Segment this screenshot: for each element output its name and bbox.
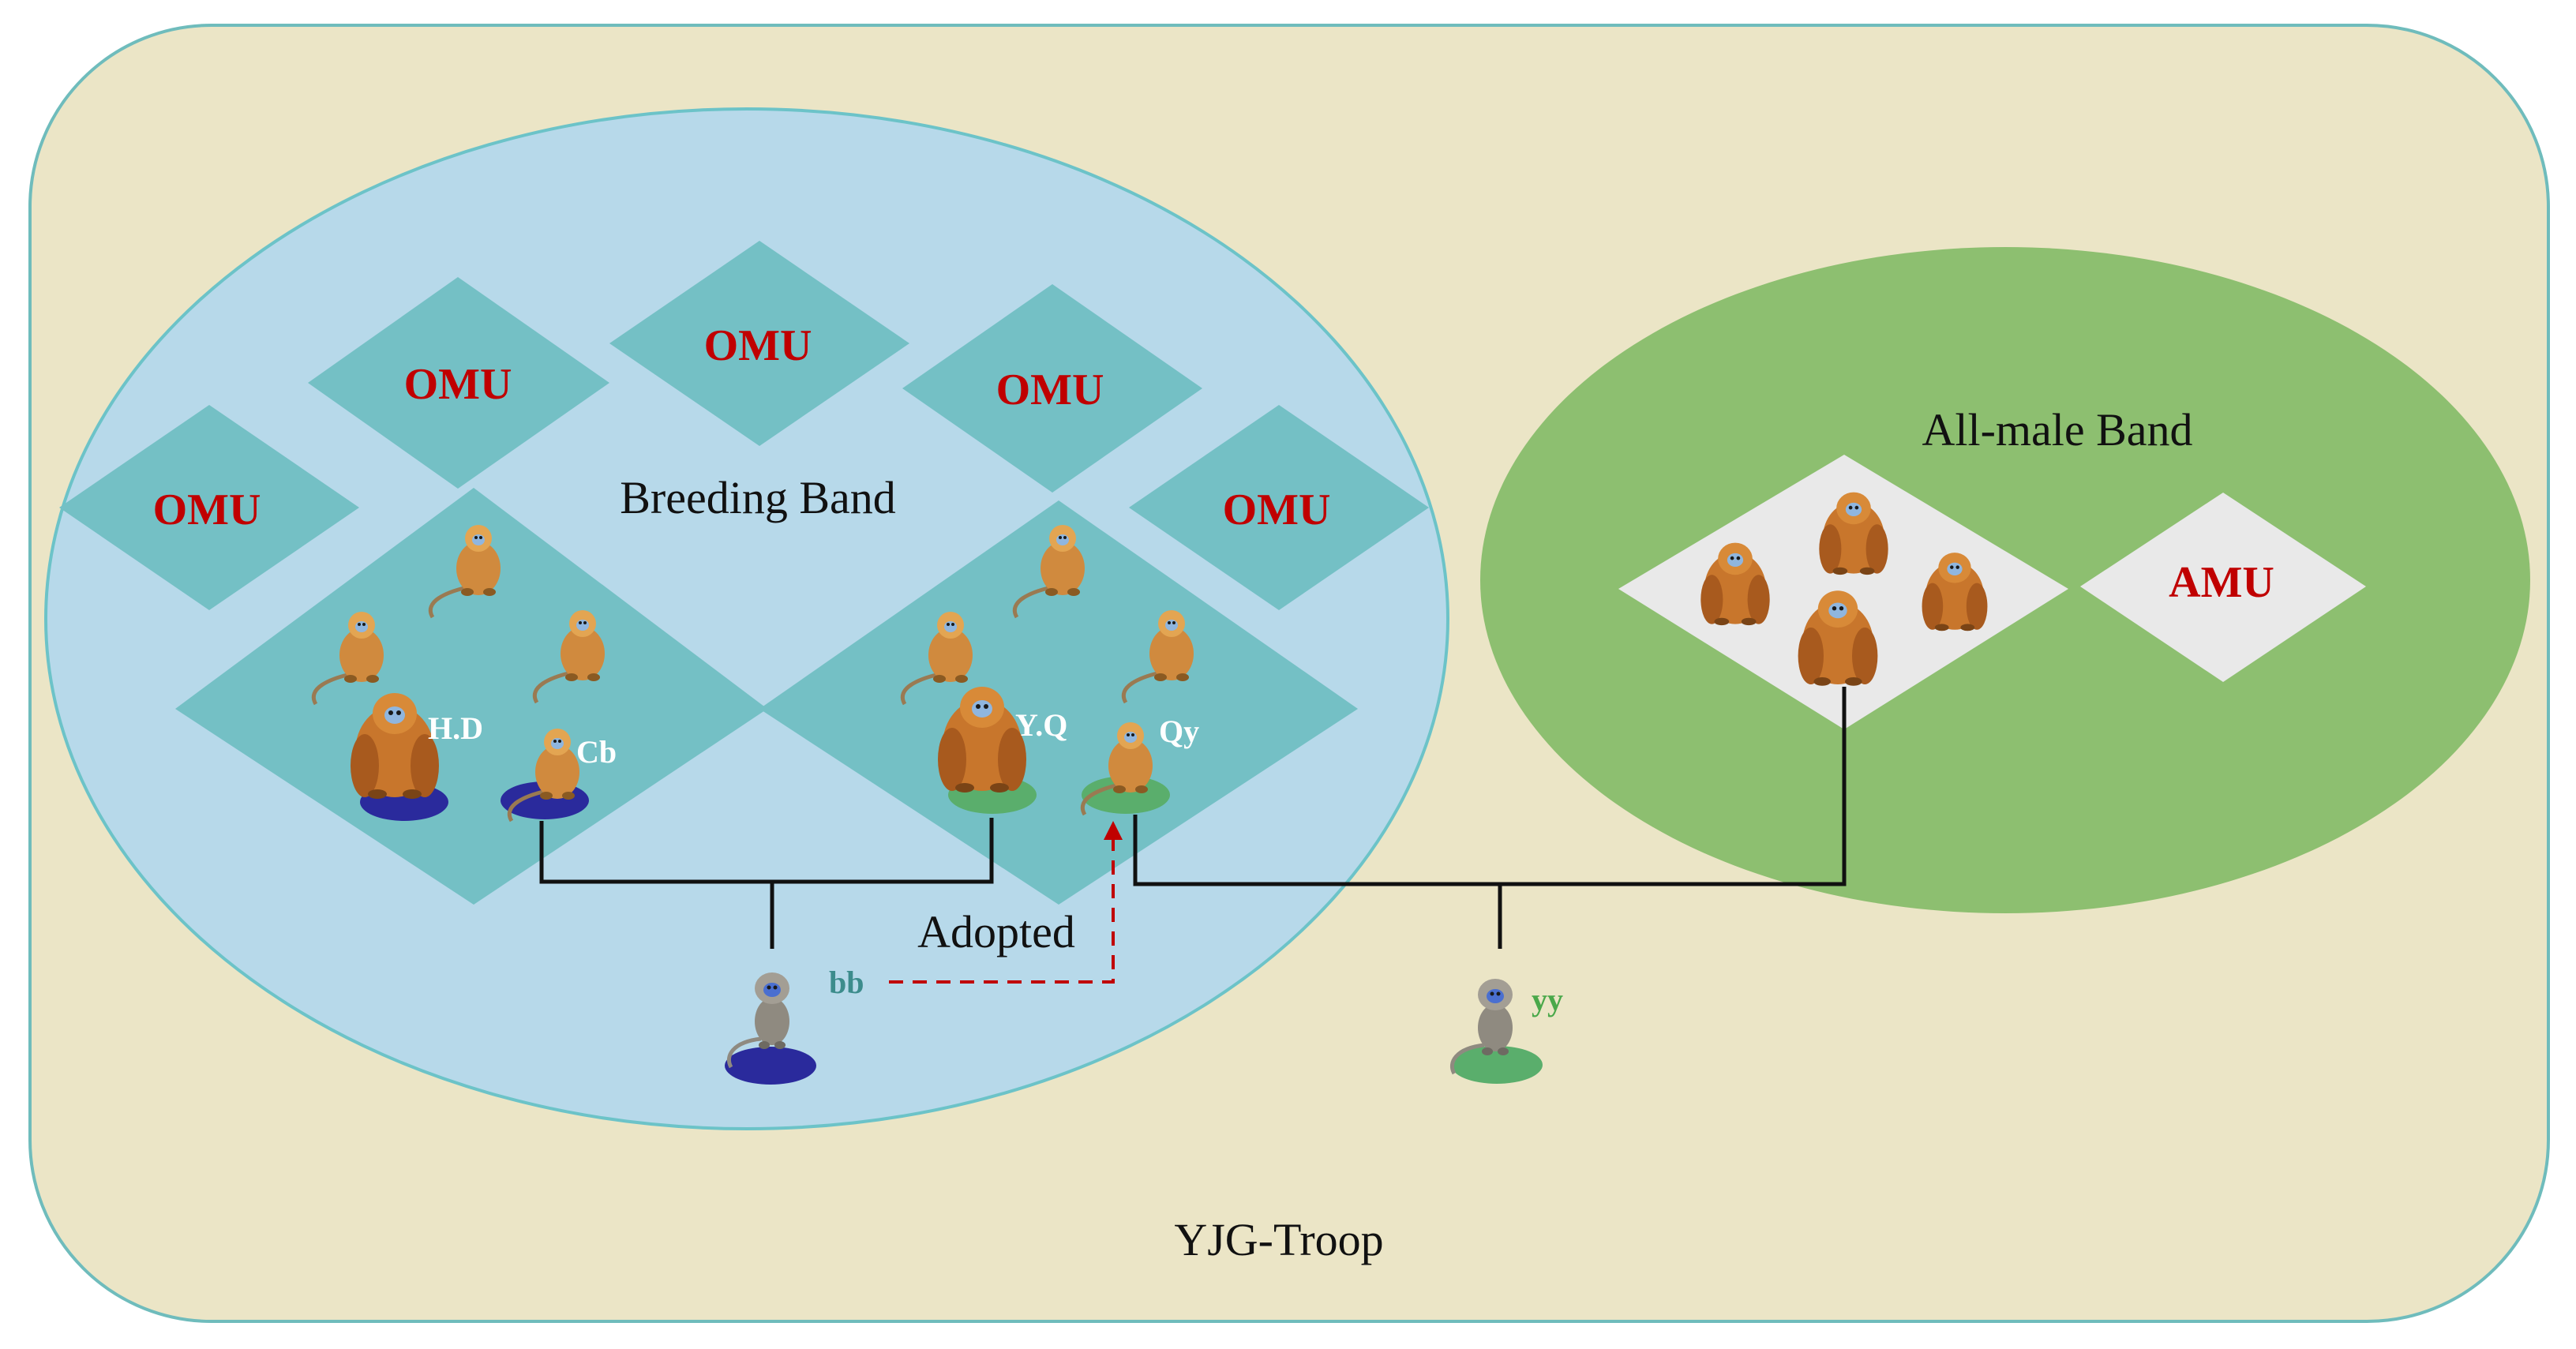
bb-label: bb xyxy=(829,965,864,1000)
bb-plate xyxy=(725,1047,816,1085)
amu-label: AMU xyxy=(2169,558,2274,607)
cb-label: Cb xyxy=(576,734,617,770)
omu-label-5: OMU xyxy=(1223,485,1331,534)
qy-label: Qy xyxy=(1159,714,1199,749)
omu-label-4: OMU xyxy=(996,365,1104,414)
omu-label-3: OMU xyxy=(704,321,812,370)
breeding-band-label: Breeding Band xyxy=(620,472,896,523)
omu-label-1: OMU xyxy=(153,485,261,534)
troop-label: YJG-Troop xyxy=(1174,1214,1383,1265)
amu-diamond xyxy=(2080,493,2366,682)
all-male-band-label: All-male Band xyxy=(1922,404,2192,455)
yy-parent-line xyxy=(1133,687,1847,886)
omu-diamond-1 xyxy=(59,405,359,610)
adoption-arrow xyxy=(889,835,1115,984)
adopted-label: Adopted xyxy=(917,906,1075,957)
omu-diamond-5 xyxy=(1129,405,1429,610)
qy-plate xyxy=(1082,776,1170,814)
arrow-head-icon xyxy=(1104,821,1123,840)
omu-label-2: OMU xyxy=(404,360,512,409)
hd-label: H.D xyxy=(428,710,483,746)
omu-diamond-4 xyxy=(902,284,1202,493)
yq-label: Y.Q xyxy=(1015,707,1067,743)
omu-diamond-yq xyxy=(759,500,1358,905)
omu-diamond-hd xyxy=(175,488,767,905)
yy-label: yy xyxy=(1532,982,1563,1017)
yy-plate xyxy=(1451,1046,1543,1084)
bb-parent-line xyxy=(539,818,994,884)
omu-diamond-2 xyxy=(308,277,609,489)
omu-diamond-3 xyxy=(609,241,909,446)
